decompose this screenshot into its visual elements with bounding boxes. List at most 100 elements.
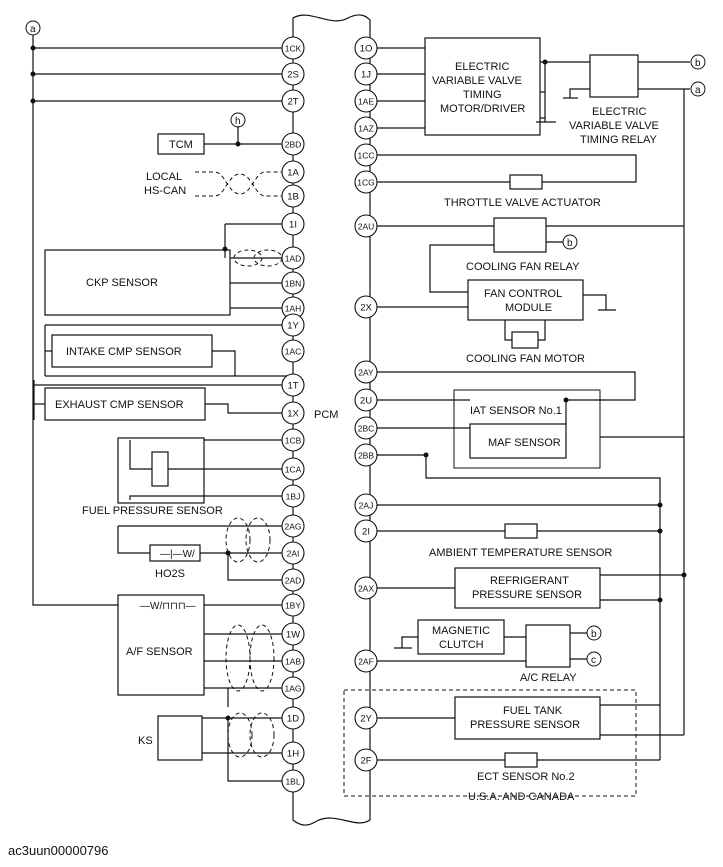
svg-text:2S: 2S bbox=[287, 70, 299, 81]
pin-1bj: 1BJ bbox=[281, 484, 305, 508]
svg-text:1BJ: 1BJ bbox=[286, 492, 301, 502]
pin-2y: 2Y bbox=[354, 706, 378, 730]
pcm-label: PCM bbox=[314, 409, 338, 421]
svg-text:1W: 1W bbox=[286, 630, 300, 641]
pin-1ac: 1AC bbox=[281, 339, 305, 363]
svg-text:1AE: 1AE bbox=[358, 97, 374, 107]
svg-text:VARIABLE VALVE: VARIABLE VALVE bbox=[432, 75, 522, 87]
pin-1ck: 1CK bbox=[281, 36, 305, 60]
pin-1ae: 1AE bbox=[354, 89, 378, 113]
svg-text:b: b bbox=[695, 58, 701, 69]
pin-1j: 1J bbox=[354, 62, 378, 86]
ac-relay-box bbox=[525, 624, 571, 668]
ref-h: h bbox=[235, 116, 241, 127]
pin-2x: 2X bbox=[354, 295, 378, 319]
svg-text:TIMING RELAY: TIMING RELAY bbox=[580, 134, 657, 146]
svg-text:CLUTCH: CLUTCH bbox=[439, 639, 484, 651]
svg-text:MOTOR/DRIVER: MOTOR/DRIVER bbox=[440, 103, 525, 115]
pin-2bb: 2BB bbox=[354, 443, 378, 467]
exhaust-cmp-sensor-box bbox=[44, 387, 206, 421]
pin-1cg: 1CG bbox=[354, 170, 378, 194]
svg-text:TIMING: TIMING bbox=[463, 89, 502, 101]
wiring-diagram: PCM a TCM h LOCAL HS-CAN CKP SENSOR INTA… bbox=[25, 14, 706, 826]
svg-text:FAN CONTROL: FAN CONTROL bbox=[484, 288, 562, 300]
exhaust-cmp-sensor-label: EXHAUST CMP SENSOR bbox=[55, 399, 184, 411]
svg-text:A/C RELAY: A/C RELAY bbox=[520, 672, 577, 684]
svg-text:ELECTRIC: ELECTRIC bbox=[592, 106, 646, 118]
svg-text:1BY: 1BY bbox=[285, 601, 301, 611]
pin-2f: 2F bbox=[354, 748, 378, 772]
magnetic-clutch-box bbox=[417, 619, 505, 655]
svg-text:2F: 2F bbox=[360, 756, 371, 767]
svg-text:b: b bbox=[567, 238, 573, 249]
pin-1x: 1X bbox=[281, 401, 305, 425]
pin-1cc: 1CC bbox=[354, 143, 378, 167]
svg-text:1H: 1H bbox=[287, 749, 299, 760]
ho2s-label: HO2S bbox=[155, 568, 185, 580]
svg-text:1BN: 1BN bbox=[285, 279, 302, 289]
svg-text:c: c bbox=[591, 655, 596, 666]
svg-text:1CK: 1CK bbox=[285, 44, 302, 54]
pin-2ad: 2AD bbox=[281, 568, 305, 592]
svg-text:VARIABLE VALVE: VARIABLE VALVE bbox=[569, 120, 659, 132]
svg-text:MAF SENSOR: MAF SENSOR bbox=[488, 437, 561, 449]
pin-1w: 1W bbox=[281, 622, 305, 646]
svg-text:FUEL TANK: FUEL TANK bbox=[503, 705, 563, 717]
ref-a-top: a bbox=[30, 24, 36, 35]
ks-box bbox=[157, 715, 203, 761]
svg-text:1J: 1J bbox=[361, 70, 371, 81]
svg-text:COOLING FAN MOTOR: COOLING FAN MOTOR bbox=[466, 353, 585, 365]
tcm-label: TCM bbox=[169, 139, 193, 151]
pin-1b: 1B bbox=[281, 184, 305, 208]
svg-text:2X: 2X bbox=[360, 303, 372, 314]
svg-text:1T: 1T bbox=[287, 381, 298, 392]
svg-text:MAGNETIC: MAGNETIC bbox=[432, 625, 490, 637]
svg-text:THROTTLE VALVE ACTUATOR: THROTTLE VALVE ACTUATOR bbox=[444, 197, 601, 209]
svg-text:1I: 1I bbox=[289, 220, 297, 231]
usa-canada-region bbox=[343, 689, 637, 797]
svg-text:2BC: 2BC bbox=[358, 424, 375, 434]
svg-text:1AC: 1AC bbox=[285, 347, 302, 357]
local-hs-can-label-2: HS-CAN bbox=[144, 185, 186, 197]
svg-text:2AJ: 2AJ bbox=[359, 501, 374, 511]
svg-text:1D: 1D bbox=[287, 714, 299, 725]
svg-text:2AU: 2AU bbox=[358, 222, 375, 232]
pin-1bn: 1BN bbox=[281, 271, 305, 295]
af-sensor-label: A/F SENSOR bbox=[126, 646, 193, 658]
svg-text:2AX: 2AX bbox=[358, 584, 374, 594]
svg-text:MODULE: MODULE bbox=[505, 302, 552, 314]
figure-code: ac3uun00000796 bbox=[8, 843, 109, 858]
local-hs-can-label-1: LOCAL bbox=[146, 171, 182, 183]
svg-text:2Y: 2Y bbox=[360, 714, 372, 725]
svg-text:ECT SENSOR No.2: ECT SENSOR No.2 bbox=[477, 771, 575, 783]
cooling-fan-motor-box bbox=[511, 331, 539, 349]
af-sensor-box bbox=[117, 594, 205, 696]
svg-text:1AG: 1AG bbox=[284, 684, 301, 694]
svg-text:1CG: 1CG bbox=[357, 178, 374, 188]
pin-1az: 1AZ bbox=[354, 116, 378, 140]
svg-text:1X: 1X bbox=[287, 409, 299, 420]
pin-1h: 1H bbox=[281, 741, 305, 765]
svg-text:U.S.A. AND CANADA: U.S.A. AND CANADA bbox=[468, 791, 575, 803]
svg-text:1CB: 1CB bbox=[285, 436, 302, 446]
pin-1ad: 1AD bbox=[281, 246, 305, 270]
svg-text:1CA: 1CA bbox=[285, 465, 302, 475]
fan-control-module-box bbox=[467, 279, 584, 321]
evvt-relay-box bbox=[589, 54, 639, 98]
svg-text:IAT SENSOR No.1: IAT SENSOR No.1 bbox=[470, 405, 562, 417]
refrigerant-pressure-sensor-box bbox=[454, 567, 601, 609]
pin-2ag: 2AG bbox=[281, 514, 305, 538]
pin-1cb: 1CB bbox=[281, 428, 305, 452]
pin-2aj: 2AJ bbox=[354, 493, 378, 517]
svg-text:1AZ: 1AZ bbox=[358, 124, 374, 134]
pin-2bc: 2BC bbox=[354, 416, 378, 440]
ks-label: KS bbox=[138, 735, 153, 747]
pin-1ca: 1CA bbox=[281, 457, 305, 481]
svg-text:2I: 2I bbox=[362, 527, 370, 538]
svg-text:REFRIGERANT: REFRIGERANT bbox=[490, 575, 569, 587]
pcm-pins: 1CK2S2T2BD1A1B1I1AD1BN1AH1Y1AC1T1X1CB1CA… bbox=[281, 36, 378, 793]
pin-2t: 2T bbox=[281, 89, 305, 113]
svg-text:ELECTRIC: ELECTRIC bbox=[455, 61, 509, 73]
svg-text:—|—W/: —|—W/ bbox=[160, 549, 195, 560]
pin-2s: 2S bbox=[281, 62, 305, 86]
